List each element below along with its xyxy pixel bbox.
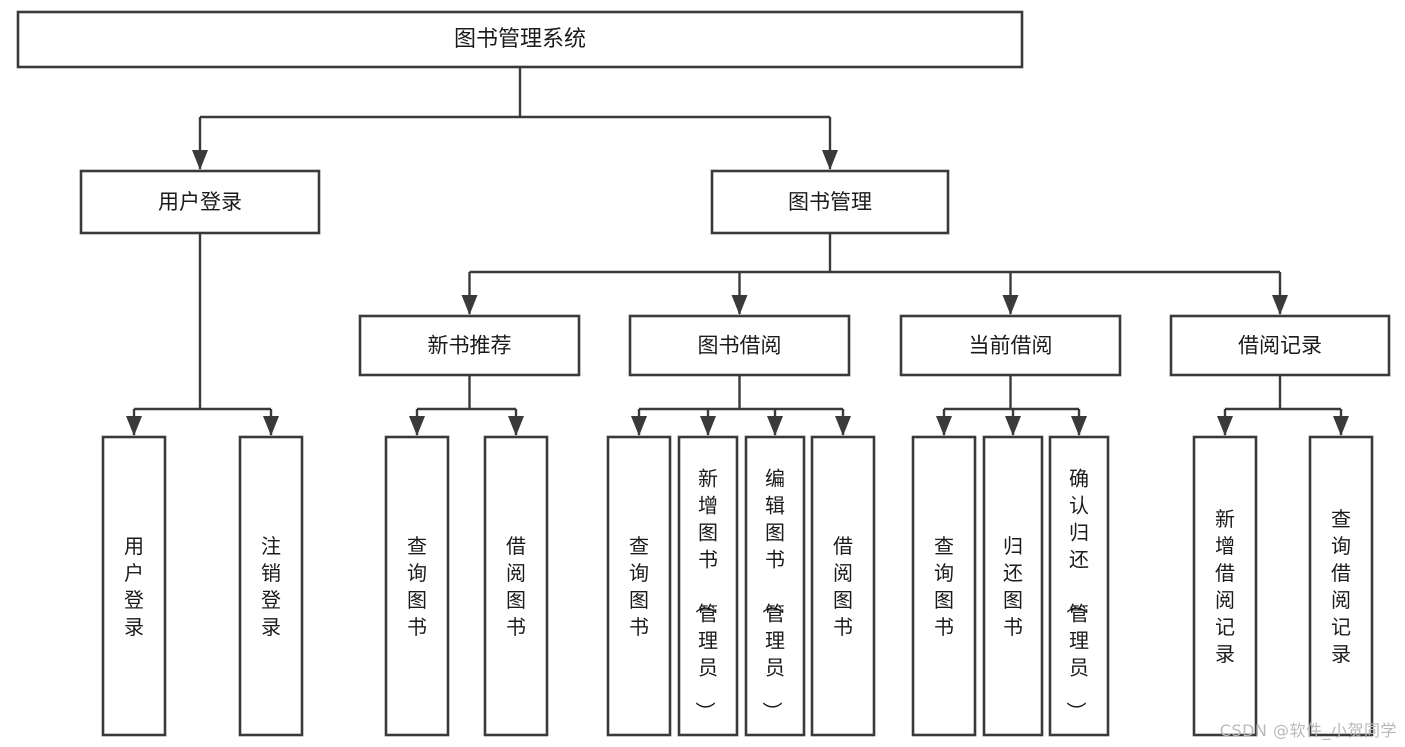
node-root[interactable]: 图书管理系统 [16,10,1024,69]
node-label: 用户登录 [124,534,144,639]
node-box[interactable] [677,435,739,737]
node-box[interactable] [1308,435,1374,737]
arrow-head [263,416,279,436]
node-user-login[interactable]: 用户登录 [79,169,321,235]
arrow-head [409,416,425,436]
node-leaf-query-book-2[interactable]: 查询图书 [606,435,672,737]
node-leaf-confirm-return[interactable]: 确认归还（管理员） [1048,435,1110,737]
node-box[interactable] [606,435,672,737]
node-layer: 图书管理系统用户登录图书管理新书推荐图书借阅当前借阅借阅记录用户登录注销登录查询… [16,10,1391,737]
node-current-borrow[interactable]: 当前借阅 [899,314,1122,377]
node-leaf-borrow-book-2[interactable]: 借阅图书 [810,435,876,737]
node-label: 确认归还（管理员） [1064,467,1089,722]
node-box[interactable] [628,314,851,377]
node-box[interactable] [744,435,806,737]
arrow-head [192,150,208,170]
arrow-head [461,295,478,315]
node-box[interactable] [982,435,1044,737]
node-label: 查询图书 [934,534,954,639]
node-box[interactable] [384,435,450,737]
node-label: 图书管理系统 [454,27,586,52]
node-label: 图书借阅 [698,334,782,358]
node-new-book-recommend[interactable]: 新书推荐 [358,314,581,377]
node-leaf-query-book-1[interactable]: 查询图书 [384,435,450,737]
arrow-head [508,416,524,436]
node-leaf-return-book[interactable]: 归还图书 [982,435,1044,737]
node-borrow-record[interactable]: 借阅记录 [1169,314,1391,377]
node-box[interactable] [899,314,1122,377]
node-label: 查询借阅记录 [1331,507,1351,666]
node-box[interactable] [358,314,581,377]
node-label: 查询图书 [629,534,649,639]
node-leaf-add-record[interactable]: 新增借阅记录 [1192,435,1258,737]
node-leaf-borrow-book-1[interactable]: 借阅图书 [483,435,549,737]
node-book-manage[interactable]: 图书管理 [710,169,950,235]
node-label: 注销登录 [261,534,281,639]
node-box[interactable] [810,435,876,737]
node-box[interactable] [710,169,950,235]
node-leaf-user-login[interactable]: 用户登录 [101,435,167,737]
node-label: 新书推荐 [428,334,512,358]
arrow-head [1071,416,1087,436]
node-label: 新增图书（管理员） [693,467,718,722]
node-leaf-user-logout[interactable]: 注销登录 [238,435,304,737]
node-box[interactable] [79,169,321,235]
arrow-head [631,416,647,436]
node-label: 借阅记录 [1238,334,1322,358]
node-box[interactable] [911,435,977,737]
node-label: 归还图书 [1003,534,1023,639]
node-label: 编辑图书（管理员） [760,467,785,722]
node-box[interactable] [1192,435,1258,737]
node-label: 借阅图书 [833,534,853,639]
csdn-watermark: CSDN @软件_小贺同学 [1219,721,1397,740]
node-label: 新增借阅记录 [1215,507,1235,666]
node-box[interactable] [101,435,167,737]
arrow-head [767,416,783,436]
node-label: 当前借阅 [969,334,1053,358]
node-label: 借阅图书 [506,534,526,639]
arrow-head [1333,416,1349,436]
node-label: 查询图书 [407,534,427,639]
arrow-head [835,416,851,436]
node-book-borrow[interactable]: 图书借阅 [628,314,851,377]
arrow-head [731,295,748,315]
arrow-head [700,416,716,436]
node-box[interactable] [1169,314,1391,377]
arrow-head [1005,416,1021,436]
arrow-head [126,416,142,436]
node-box[interactable] [16,10,1024,69]
arrow-head [1272,295,1288,315]
node-leaf-query-record[interactable]: 查询借阅记录 [1308,435,1374,737]
node-box[interactable] [1048,435,1110,737]
arrow-head [1217,416,1233,436]
node-label: 用户登录 [158,190,242,214]
connector-layer [126,67,1349,436]
node-leaf-add-book[interactable]: 新增图书（管理员） [677,435,739,737]
node-leaf-edit-book[interactable]: 编辑图书（管理员） [744,435,806,737]
arrow-head [936,416,952,436]
node-box[interactable] [238,435,304,737]
arrow-head [1002,295,1019,315]
node-label: 图书管理 [788,190,872,214]
node-box[interactable] [483,435,549,737]
arrow-head [822,150,838,170]
node-leaf-query-book-3[interactable]: 查询图书 [911,435,977,737]
